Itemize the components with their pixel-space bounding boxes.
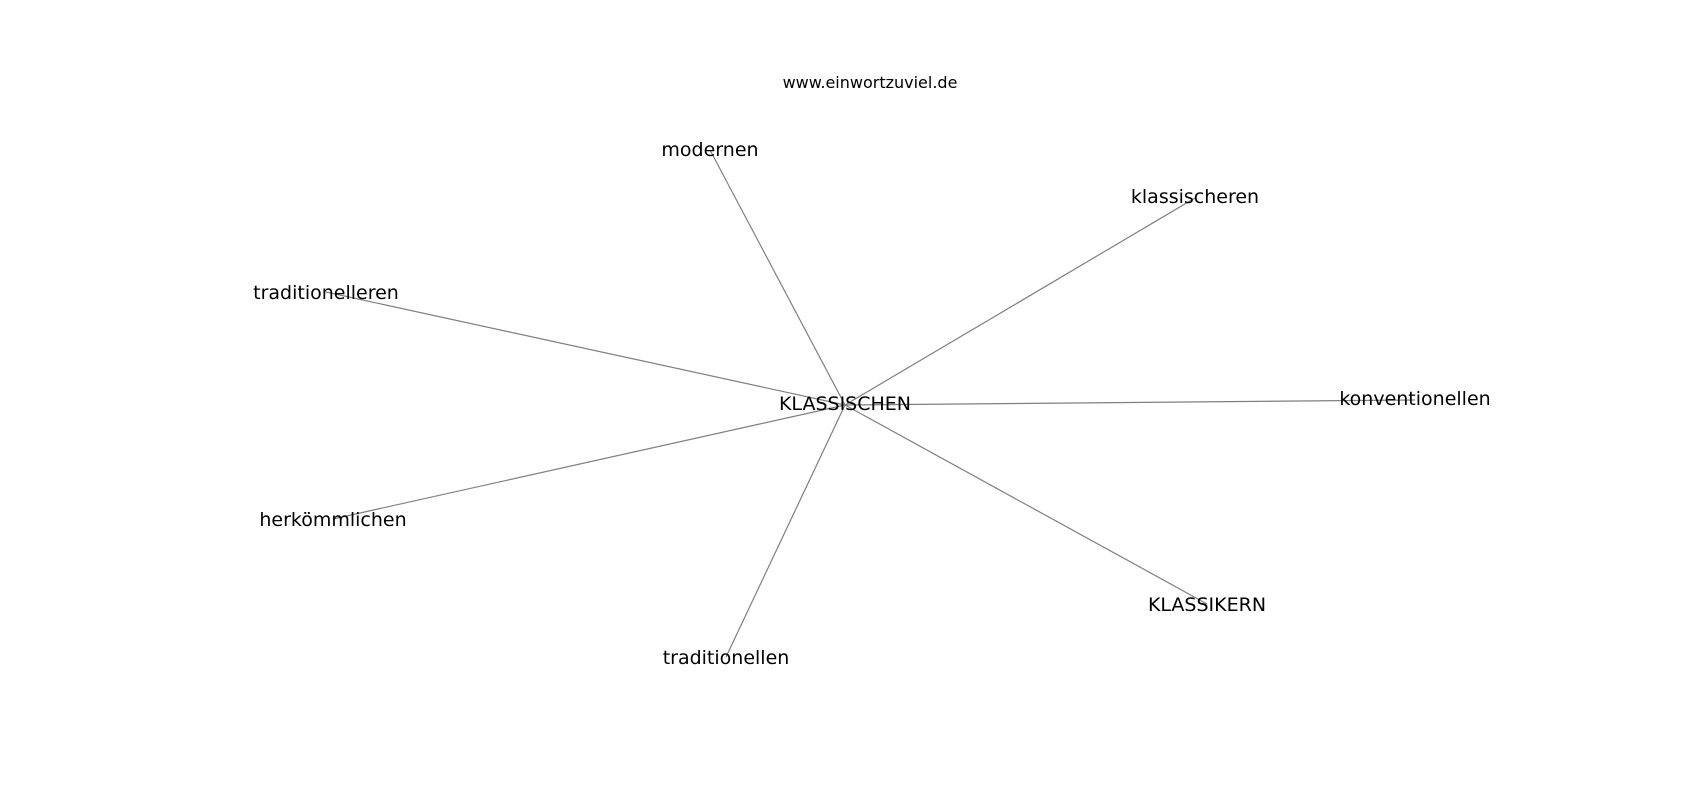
- site-watermark: www.einwortzuviel.de: [783, 73, 958, 92]
- labels-layer: www.einwortzuviel.de KLASSISCHEN modernen…: [253, 73, 1491, 669]
- node-label-center: KLASSISCHEN: [779, 393, 911, 415]
- edges-layer: [325, 149, 1416, 658]
- edge-center-traditionellen: [725, 404, 846, 658]
- node-label-traditionellen: traditionellen: [663, 647, 790, 669]
- node-label-traditionelleren: traditionelleren: [253, 282, 399, 304]
- edge-center-traditionelleren: [325, 291, 846, 406]
- edge-center-konventionellen: [844, 399, 1416, 406]
- edge-center-modernen: [709, 149, 846, 406]
- node-label-modernen: modernen: [661, 139, 758, 161]
- node-label-herkoemmlichen: herkömmlichen: [259, 509, 406, 531]
- edge-center-klassischeren: [844, 197, 1196, 406]
- node-label-klassikern: KLASSIKERN: [1148, 594, 1266, 616]
- node-label-klassischeren: klassischeren: [1131, 186, 1259, 208]
- edge-center-herkoemmlichen: [332, 404, 846, 520]
- node-label-konventionellen: konventionellen: [1339, 388, 1490, 410]
- edge-center-klassikern: [844, 404, 1208, 605]
